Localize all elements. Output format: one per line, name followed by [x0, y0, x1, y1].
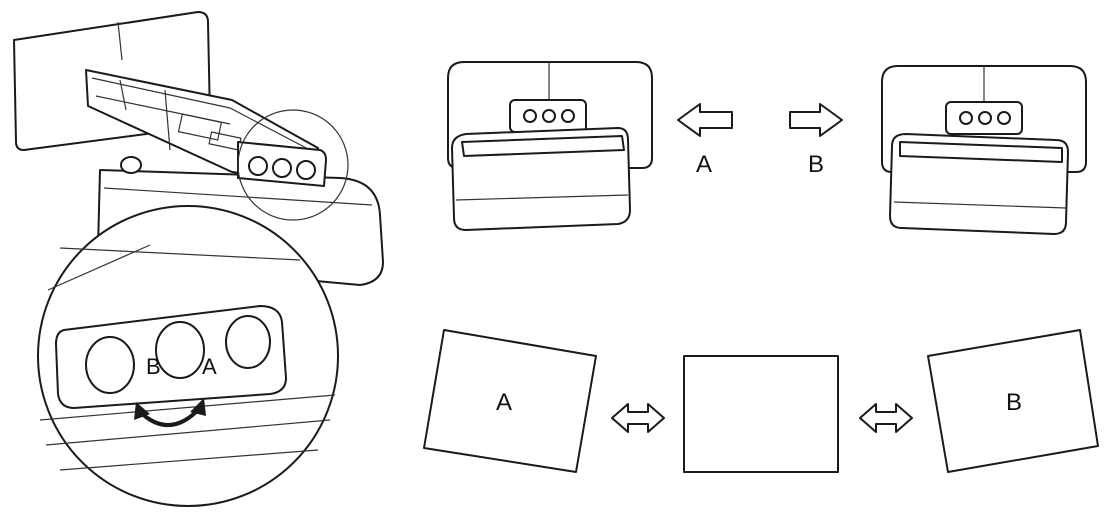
rotate-arrow-icon — [134, 402, 150, 420]
double-arrow-icon — [859, 403, 913, 433]
arrow-left-icon — [677, 103, 733, 137]
direction-arrow-a: A — [677, 103, 733, 178]
knob-label-b: B — [146, 354, 161, 379]
screen-label-b: B — [1006, 389, 1022, 416]
adjust-knob-b-icon — [85, 336, 135, 394]
knob-zoom-inset: B A — [39, 244, 336, 471]
double-arrow-icon — [611, 403, 665, 433]
adjust-knob-a-icon — [155, 321, 205, 379]
projector-wall-mount-illustration: B A — [13, 11, 384, 507]
double-arrow-left — [611, 403, 665, 433]
screen-label-a: A — [496, 389, 512, 416]
knob-label-a: A — [202, 354, 217, 379]
arrow-right-icon — [789, 103, 843, 137]
arrow-label-a: A — [696, 151, 712, 178]
screen-straight — [683, 355, 839, 473]
projector-front-view-b — [881, 65, 1087, 235]
screen-tilted-b: B — [927, 329, 1099, 473]
arrow-label-b: B — [808, 151, 824, 178]
direction-arrow-b: B — [789, 103, 843, 178]
screen-tilted-a: A — [423, 329, 597, 473]
double-arrow-right — [859, 403, 913, 433]
projector-front-view-a — [447, 61, 653, 231]
